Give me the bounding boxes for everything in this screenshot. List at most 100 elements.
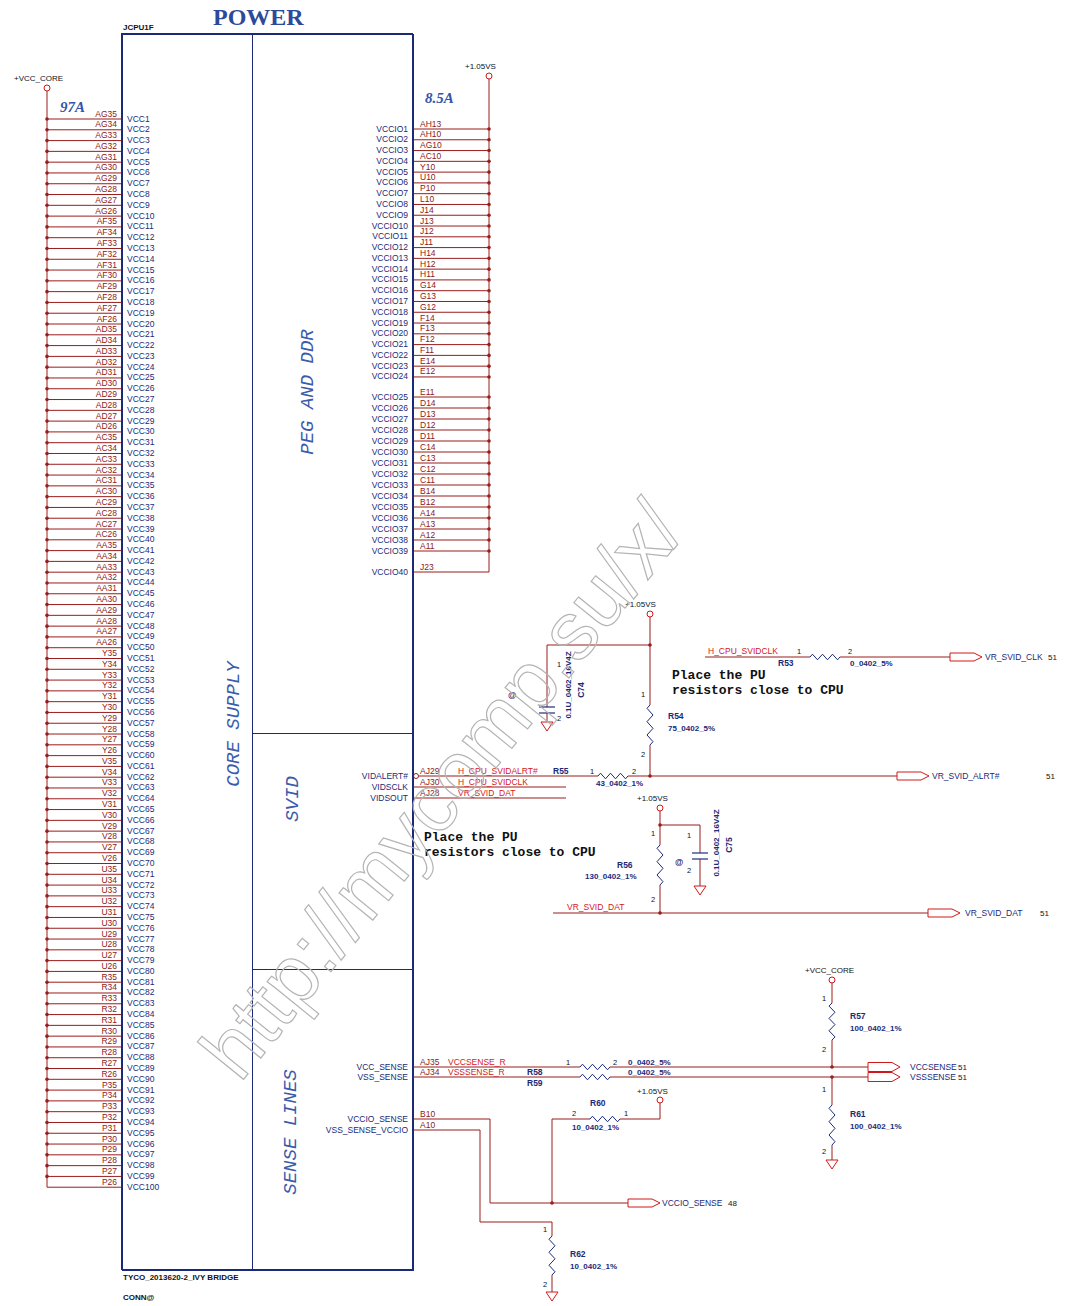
pin-number: R35 bbox=[101, 973, 117, 982]
wire bbox=[547, 645, 650, 646]
wire bbox=[660, 1103, 661, 1119]
wire bbox=[480, 1130, 481, 1222]
resistor-symbol bbox=[829, 1003, 835, 1040]
junction-dot bbox=[45, 765, 49, 769]
pin-number: AA34 bbox=[96, 552, 117, 561]
net-label: H_CPU_SVIDCLK bbox=[708, 647, 778, 656]
pin-number: Y27 bbox=[102, 735, 117, 744]
pin-number: U32 bbox=[101, 897, 117, 906]
junction-dot bbox=[45, 236, 49, 240]
pin-number: J11 bbox=[420, 238, 433, 247]
pin-name: VCC69 bbox=[127, 848, 154, 857]
pin-name: VCC_SENSE bbox=[357, 1063, 409, 1072]
junction-dot bbox=[45, 743, 49, 747]
part-pin-number: 2 bbox=[687, 866, 691, 875]
junction-dot bbox=[45, 948, 49, 952]
wire bbox=[620, 1119, 660, 1120]
pin-number: D13 bbox=[420, 410, 436, 419]
junction-dot bbox=[45, 160, 49, 164]
wire bbox=[413, 496, 489, 497]
pin-number: AJ34 bbox=[420, 1068, 439, 1077]
junction-dot bbox=[487, 267, 491, 271]
power-label: +VCC_CORE bbox=[805, 966, 854, 975]
wire bbox=[413, 452, 489, 453]
part-reference: R53 bbox=[778, 659, 794, 668]
wire bbox=[413, 419, 489, 420]
junction-dot bbox=[487, 246, 491, 250]
pin-name: VCC15 bbox=[127, 266, 154, 275]
junction-dot bbox=[487, 549, 491, 553]
pin-number: F11 bbox=[420, 346, 434, 355]
wire bbox=[553, 913, 928, 914]
offpage-connector bbox=[868, 1063, 900, 1072]
current-label: 97A bbox=[60, 99, 85, 115]
pin-name: VCC19 bbox=[127, 309, 154, 318]
offpage-connector bbox=[628, 1199, 660, 1207]
junction-dot bbox=[45, 322, 49, 326]
junction-dot bbox=[487, 310, 491, 314]
junction-dot bbox=[45, 1013, 49, 1017]
pin-name: VCCIO2 bbox=[376, 135, 408, 144]
junction-dot bbox=[45, 926, 49, 930]
junction-dot bbox=[487, 321, 491, 325]
wire bbox=[413, 408, 489, 409]
junction-dot bbox=[487, 364, 491, 368]
net-label: VCCSENSE_R bbox=[448, 1058, 506, 1067]
wire bbox=[413, 430, 489, 431]
junction-dot bbox=[45, 538, 49, 542]
inversion-bubble bbox=[414, 774, 419, 779]
pin-name: VCC23 bbox=[127, 352, 154, 361]
junction-dot bbox=[45, 1045, 49, 1049]
pin-name: VCC82 bbox=[127, 988, 154, 997]
part-pin-number: 2 bbox=[543, 1280, 547, 1289]
pin-name: VCC100 bbox=[127, 1183, 159, 1192]
pin-number: AA31 bbox=[96, 584, 117, 593]
pin-name: VCC66 bbox=[127, 816, 154, 825]
junction-dot bbox=[45, 193, 49, 197]
section-label: PEG AND DDR bbox=[298, 329, 318, 454]
junction-dot bbox=[45, 786, 49, 790]
wire bbox=[650, 617, 651, 705]
part-value: 0_0402_5% bbox=[628, 1068, 671, 1077]
pin-number: H12 bbox=[420, 260, 436, 269]
wire bbox=[832, 1077, 833, 1105]
pin-name: VCC54 bbox=[127, 686, 154, 695]
resistor-symbol bbox=[657, 845, 663, 885]
junction-dot bbox=[830, 1065, 834, 1069]
junction-dot bbox=[45, 959, 49, 963]
pin-name: VCCIO28 bbox=[372, 426, 408, 435]
wire bbox=[413, 463, 489, 464]
part-reference: R58 bbox=[527, 1068, 543, 1077]
pin-name: VCCIO34 bbox=[372, 492, 408, 501]
pin-name: VCC5 bbox=[127, 158, 150, 167]
pin-name: VCCIO1 bbox=[376, 125, 408, 134]
part-pin-number: 2 bbox=[651, 895, 655, 904]
junction-dot bbox=[487, 395, 491, 399]
pin-name: VCCIO10 bbox=[372, 222, 408, 231]
pin-name: VCC18 bbox=[127, 298, 154, 307]
current-label: 8.5A bbox=[425, 90, 454, 106]
pin-name: VCCIO4 bbox=[376, 157, 408, 166]
junction-dot bbox=[45, 139, 49, 143]
pin-number: AG29 bbox=[95, 174, 117, 183]
pin-name: VSS_SENSE_VCCIO bbox=[326, 1126, 408, 1135]
section-label: SENSE LINES bbox=[281, 1069, 301, 1194]
pin-number: AF26 bbox=[97, 315, 117, 324]
pin-number: AG31 bbox=[95, 153, 117, 162]
pin-name: VCCIO7 bbox=[376, 189, 408, 198]
pin-number: AC27 bbox=[96, 520, 117, 529]
part-reference: R56 bbox=[617, 861, 633, 870]
part-pin-number: 2 bbox=[641, 750, 645, 759]
wire bbox=[413, 551, 489, 552]
pin-name: VCC39 bbox=[127, 525, 154, 534]
pin-number: U27 bbox=[101, 951, 117, 960]
junction-dot bbox=[487, 494, 491, 498]
pin-name: VCC47 bbox=[127, 611, 154, 620]
pin-name: VCC16 bbox=[127, 276, 154, 285]
pin-number: V34 bbox=[102, 768, 117, 777]
junction-dot bbox=[487, 149, 491, 153]
junction-dot bbox=[45, 376, 49, 380]
pin-name: VCC83 bbox=[127, 999, 154, 1008]
pin-number: AG30 bbox=[95, 163, 117, 172]
pin-name: VCC95 bbox=[127, 1129, 154, 1138]
